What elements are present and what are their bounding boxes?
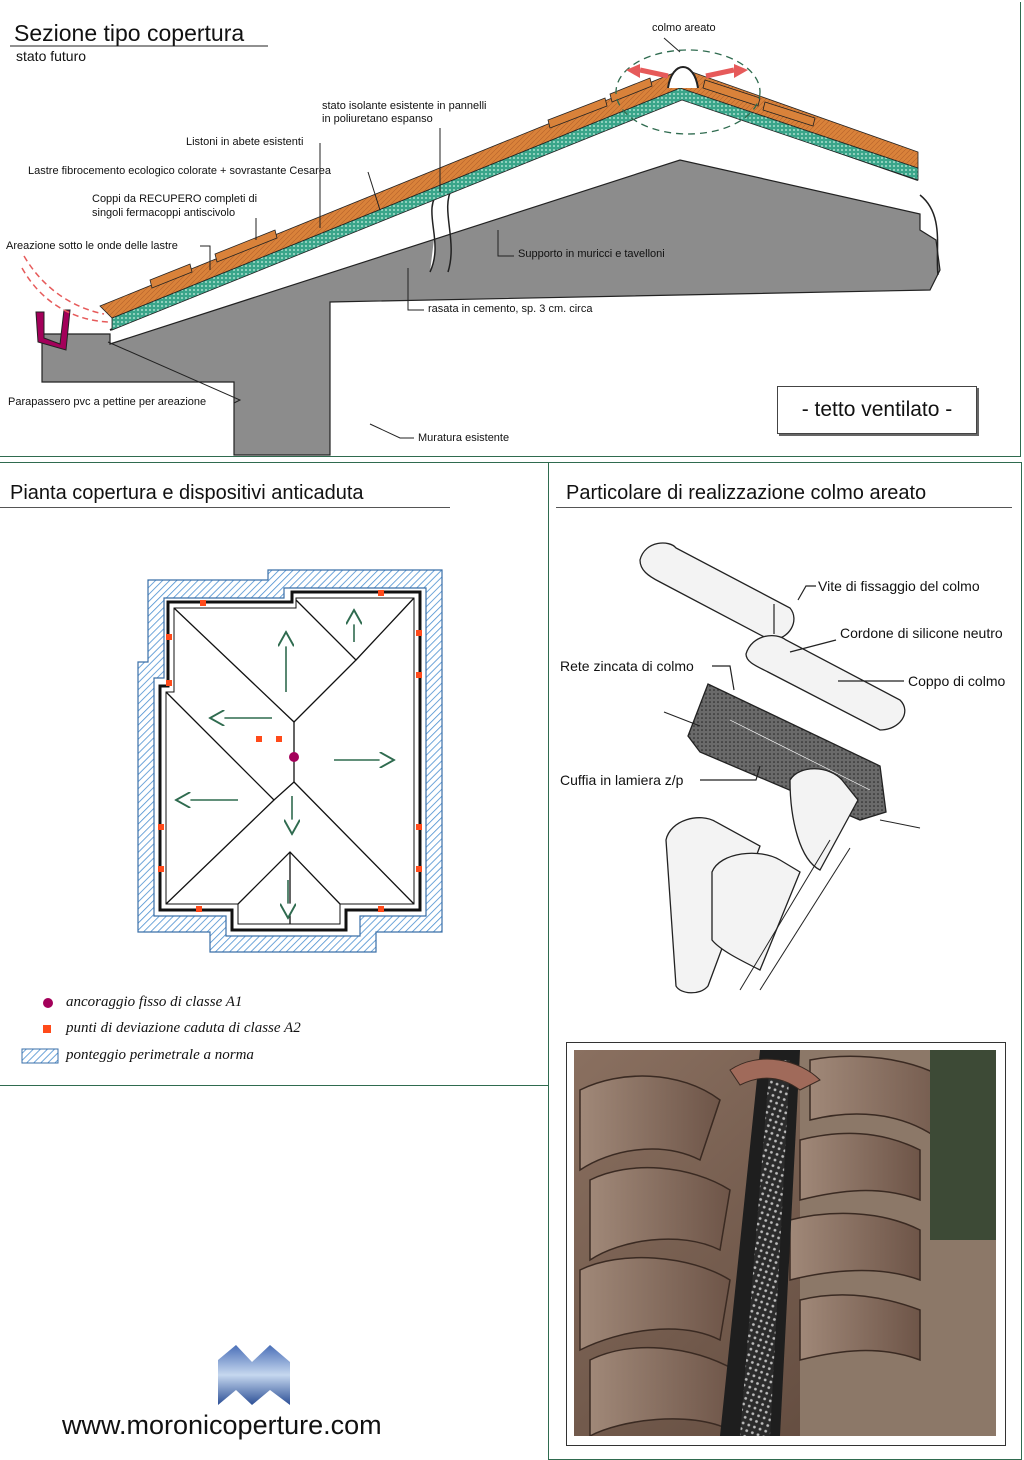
label-tiles-2: singoli fermacoppi antiscivolo xyxy=(92,207,236,219)
label-support: Supporto in muricci e tavelloni xyxy=(518,248,665,260)
section-frame xyxy=(0,2,1021,457)
company-logo xyxy=(218,1345,290,1405)
break-line-right xyxy=(919,194,939,276)
label-mesh: Rete zincata di colmo xyxy=(560,658,694,674)
roof-tile-3 xyxy=(789,768,859,871)
footer-website[interactable]: www.moronicoperture.com xyxy=(62,1410,382,1440)
legend-scaffold-symbol xyxy=(21,1048,59,1064)
label-tiles-1: Coppi da RECUPERO completi di xyxy=(92,193,258,205)
ridge-label: colmo areato xyxy=(652,22,716,34)
label-silicone: Cordone di silicone neutro xyxy=(840,625,1003,641)
label-sheets: Lastre fibrocemento ecologico colorate +… xyxy=(28,165,331,177)
label-cap: Cuffia in lamiera z/p xyxy=(560,772,684,788)
ridge-cap xyxy=(667,66,699,89)
masonry-wall xyxy=(41,159,941,456)
legend-anchor-text: ancoraggio fisso di classe A1 xyxy=(66,994,243,1010)
legend-scaffold-text: ponteggio perimetrale a norma xyxy=(66,1047,254,1063)
roof-outline xyxy=(158,590,422,932)
label-ventilation: Areazione sotto le onde delle lastre xyxy=(6,240,178,252)
section-subtitle: stato futuro xyxy=(16,48,87,64)
deviation-points xyxy=(158,590,422,912)
label-insulation-1: stato isolante esistente in pannelli xyxy=(322,100,487,112)
scaffold-perimeter xyxy=(137,569,443,953)
label-screw: Vite di fissaggio del colmo xyxy=(818,578,980,594)
ridge-circle xyxy=(615,49,761,135)
label-battens: Listoni in abete esistenti xyxy=(186,136,304,148)
section-title: Sezione tipo copertura xyxy=(14,20,245,46)
ridge-tile-top xyxy=(639,542,795,641)
badge-text: - tetto ventilato - xyxy=(801,398,953,421)
logo-mark xyxy=(218,1345,290,1405)
ridge-tile-lower xyxy=(745,634,906,731)
legend-deviation-text: punti di deviazione caduta di classe A2 xyxy=(66,1020,301,1036)
anchor-point xyxy=(289,752,299,762)
label-screed: rasata in cemento, sp. 3 cm. circa xyxy=(428,303,593,315)
ventilated-roof-badge: - tetto ventilato - xyxy=(777,386,977,434)
roof-section-drawing xyxy=(10,37,941,456)
label-insulation-2: in poliuretano espanso xyxy=(322,113,433,125)
detail-title: Particolare di realizzazione colmo areat… xyxy=(566,482,927,504)
hip-lines xyxy=(165,597,415,924)
label-masonry: Muratura esistente xyxy=(418,432,510,444)
drainage-arrows xyxy=(176,610,394,918)
label-ridge-tile: Coppo di colmo xyxy=(908,673,1006,689)
plan-title: Pianta copertura e dispositivi anticadut… xyxy=(10,482,364,504)
label-comb: Parapassero pvc a pettine per areazione xyxy=(8,396,207,408)
legend-deviation-symbol xyxy=(43,1025,51,1033)
roof-plan-drawing xyxy=(21,569,443,1064)
photo-ridge-mesh xyxy=(740,1060,790,1436)
legend-anchor-symbol xyxy=(43,998,53,1008)
roof-tile-2 xyxy=(711,852,801,971)
